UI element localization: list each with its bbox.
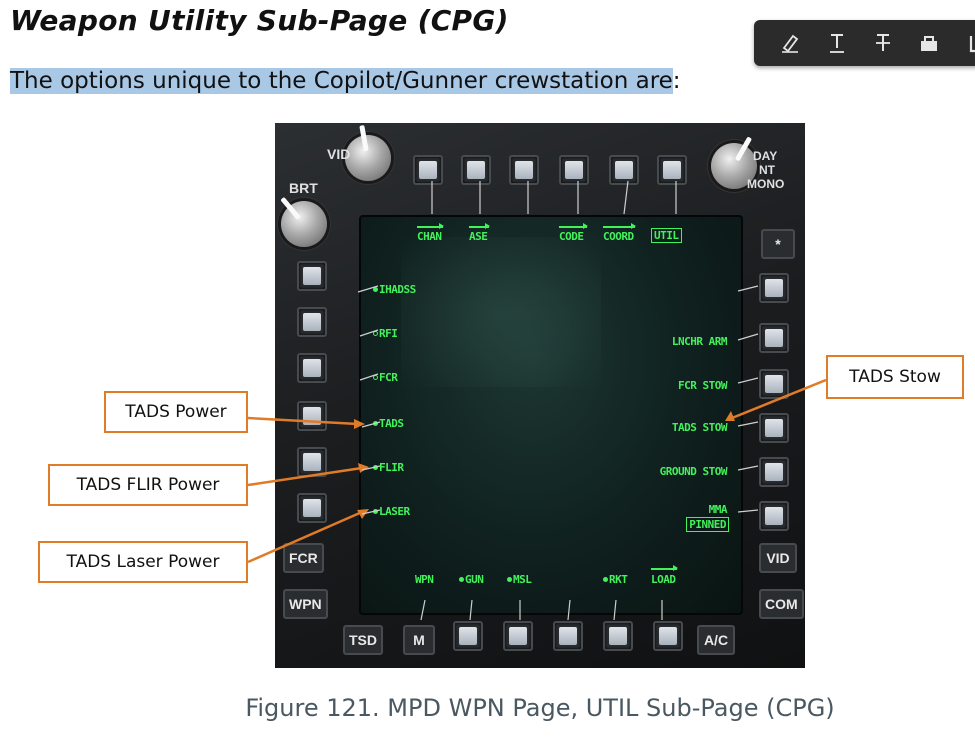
mode-day-label: DAY — [753, 149, 778, 163]
m-button[interactable]: M — [403, 625, 435, 655]
osb-right-2[interactable] — [759, 323, 789, 353]
osb-left-5[interactable] — [297, 447, 327, 477]
osb-left-4[interactable] — [297, 401, 327, 431]
text-underline-icon — [829, 34, 844, 53]
left-option-tads: TADS — [373, 417, 404, 430]
left-option-flir: FLIR — [373, 461, 404, 474]
vid-button[interactable]: VID — [759, 543, 797, 573]
mode-nt-label: NT — [759, 163, 775, 177]
status-dot-hollow — [373, 375, 378, 380]
osb-right-6[interactable] — [759, 501, 789, 531]
com-button[interactable]: COM — [759, 589, 804, 619]
tsd-button[interactable]: TSD — [343, 625, 383, 655]
right-option-fcr-stow: FCR STOW — [678, 379, 727, 392]
day-night-mode-knob[interactable] — [711, 143, 757, 189]
osb-top-3[interactable] — [509, 155, 539, 185]
callout-tads-flir-power: TADS FLIR Power — [48, 464, 248, 506]
status-dot-filled — [373, 465, 378, 470]
intro-text-end: : — [672, 68, 681, 94]
bottom-label-wpn: WPN — [415, 573, 434, 586]
comment-box-icon — [921, 36, 938, 51]
osb-top-5[interactable] — [609, 155, 639, 185]
status-dot-filled — [603, 577, 608, 582]
ac-button[interactable]: A/C — [697, 625, 735, 655]
highlighted-text: The options unique to the Copilot/Gunner… — [10, 68, 673, 94]
osb-top-6[interactable] — [657, 155, 687, 185]
underline-tool-button[interactable] — [818, 25, 854, 61]
top-label-chan: CHAN — [417, 230, 442, 243]
mpd-screen: CHAN ASE CODE COORD UTIL IHADSS RFI FCR … — [359, 215, 743, 615]
comment-tool-button[interactable] — [911, 25, 947, 61]
chan-arrow — [417, 223, 444, 229]
vid-knob-label: VID — [327, 146, 351, 162]
star-button[interactable]: * — [761, 229, 795, 259]
callout-tads-power: TADS Power — [104, 391, 248, 433]
strikethrough-tool-button[interactable] — [865, 25, 901, 61]
more-icon — [969, 36, 975, 53]
coord-arrow — [603, 223, 636, 229]
callout-tads-laser-power: TADS Laser Power — [38, 541, 248, 583]
fcr-button[interactable]: FCR — [283, 543, 324, 573]
osb-top-1[interactable] — [413, 155, 443, 185]
annotation-toolbar — [754, 20, 975, 66]
section-heading: Weapon Utility Sub-Page (CPG) — [10, 4, 509, 37]
status-dot-filled — [373, 287, 378, 292]
top-label-code: CODE — [559, 230, 584, 243]
left-option-rfi: RFI — [373, 327, 398, 340]
status-dot-filled — [373, 421, 378, 426]
mode-mono-label: MONO — [747, 177, 785, 191]
osb-left-6[interactable] — [297, 493, 327, 523]
osb-top-4[interactable] — [559, 155, 589, 185]
right-option-mma: MMA — [708, 503, 728, 516]
osb-right-4[interactable] — [759, 413, 789, 443]
top-label-ase: ASE — [469, 230, 488, 243]
osb-left-3[interactable] — [297, 353, 327, 383]
ase-arrow — [469, 223, 490, 229]
intro-text: The options unique to the Copilot/Gunner… — [10, 68, 681, 94]
more-tool-button[interactable] — [958, 25, 975, 61]
right-option-tads-stow: TADS STOW — [671, 421, 728, 434]
top-label-util: UTIL — [651, 228, 682, 243]
bottom-label-load: LOAD — [651, 573, 676, 586]
left-option-laser: LASER — [373, 505, 410, 518]
mma-pinned-state: PINNED — [686, 517, 729, 532]
code-arrow — [559, 223, 588, 229]
osb-right-5[interactable] — [759, 457, 789, 487]
osb-right-1[interactable] — [759, 273, 789, 303]
right-option-lnchr-arm: LNCHR ARM — [671, 335, 728, 348]
status-dot-filled — [459, 577, 464, 582]
left-option-ihadss: IHADSS — [373, 283, 416, 296]
osb-bottom-2[interactable] — [503, 621, 533, 651]
osb-left-2[interactable] — [297, 307, 327, 337]
bottom-label-gun: GUN — [459, 573, 484, 586]
bottom-label-rkt: RKT — [603, 573, 628, 586]
text-strikethrough-icon — [876, 34, 891, 51]
bottom-label-msl: MSL — [507, 573, 532, 586]
osb-bottom-5[interactable] — [653, 621, 683, 651]
highlighter-icon — [782, 34, 799, 53]
brt-knob[interactable] — [281, 201, 327, 247]
mpd-figure: * FCR WPN VID COM TSD M A/C VID BRT DAY … — [275, 123, 805, 668]
wpn-button[interactable]: WPN — [283, 589, 328, 619]
vid-brightness-knob[interactable] — [345, 135, 391, 181]
load-arrow — [651, 565, 678, 571]
figure-caption: Figure 121. MPD WPN Page, UTIL Sub-Page … — [245, 694, 835, 722]
top-label-coord: COORD — [603, 230, 634, 243]
osb-bottom-4[interactable] — [603, 621, 633, 651]
left-option-fcr: FCR — [373, 371, 398, 384]
callout-tads-stow: TADS Stow — [826, 355, 964, 399]
osb-left-1[interactable] — [297, 261, 327, 291]
osb-bottom-3[interactable] — [553, 621, 583, 651]
osb-bottom-1[interactable] — [453, 621, 483, 651]
status-dot-filled — [373, 509, 378, 514]
right-option-ground-stow: GROUND STOW — [659, 465, 728, 478]
osb-top-2[interactable] — [461, 155, 491, 185]
highlighter-tool-button[interactable] — [772, 25, 808, 61]
status-dot-filled — [507, 577, 512, 582]
status-dot-hollow — [373, 331, 378, 336]
osb-right-3[interactable] — [759, 369, 789, 399]
brt-knob-label: BRT — [289, 180, 318, 196]
screen-glare — [401, 237, 601, 387]
